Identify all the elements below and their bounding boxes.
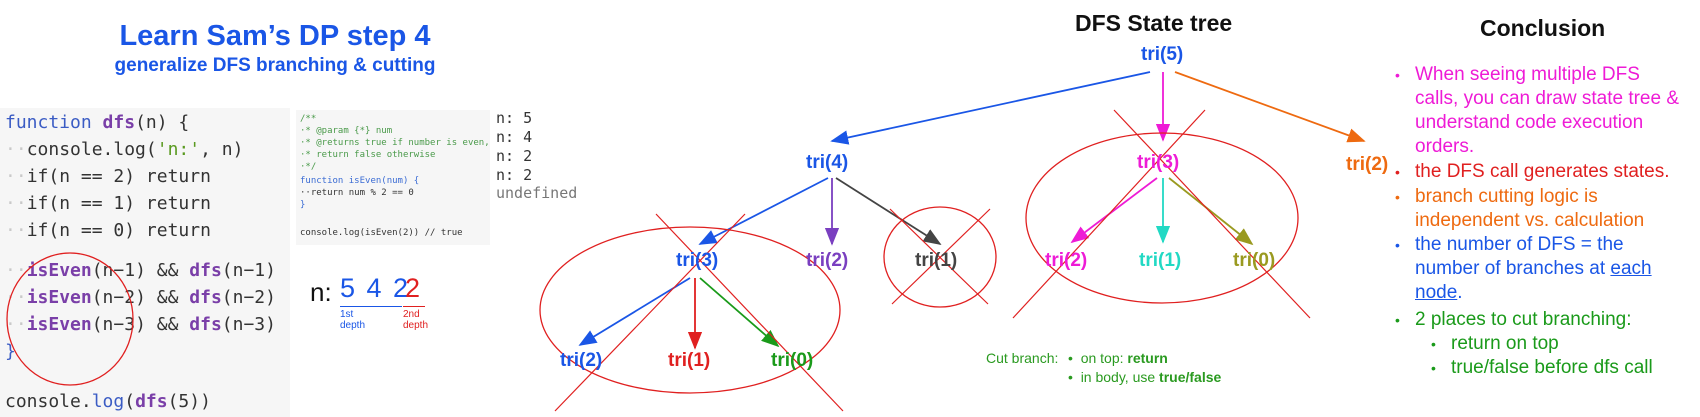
cut-branch-item: • on top: return <box>1068 350 1168 366</box>
code-line-if0: ··if(n == 0) return <box>5 220 211 241</box>
tree-title: DFS State tree <box>1075 10 1233 36</box>
cut-branch-label: Cut branch: <box>986 350 1059 366</box>
node-l2-tri1: tri(1) <box>915 250 958 271</box>
conclusion-subbullet-2: •true/false before dfs call <box>1431 357 1653 378</box>
code-line-function: function dfs(n) { <box>5 112 190 133</box>
node-l1-tri3: tri(3) <box>1137 152 1180 173</box>
node-l1-tri4: tri(4) <box>806 152 849 173</box>
code-line-console-log: console.log(dfs(5)) <box>5 391 211 412</box>
console-output-line: n: 5 <box>496 109 533 127</box>
console-output-line: n: 2 <box>496 147 533 165</box>
cut-ellipse-tri3-right <box>1025 132 1299 304</box>
conclusion-bullet-5: •2 places to cut branching: <box>1395 309 1632 330</box>
edge-tri3l-tri2 <box>578 277 691 346</box>
each-node-link: each <box>1610 258 1652 279</box>
depth-n-label: n: <box>310 277 332 307</box>
conclusion-bullet-4: • the number of DFS = the number of bran… <box>1395 234 1652 303</box>
node-l2-tri2-b: tri(2) <box>1045 250 1088 271</box>
code-line-close: } <box>5 341 16 362</box>
node-l2-tri1-b: tri(1) <box>1139 250 1182 271</box>
console-output-line: n: 2 <box>496 166 533 184</box>
code-line-log: ··console.log('n:', n) <box>5 139 244 160</box>
snippet-line: } <box>300 200 306 210</box>
edge-tri4-tri3 <box>698 177 829 245</box>
console-output-line: n: 4 <box>496 128 533 146</box>
cut-x-line <box>1113 109 1311 319</box>
iseven-highlight-circle <box>6 252 134 386</box>
snippet-line: /** <box>300 114 317 124</box>
node-l2-tri0: tri(0) <box>1233 250 1276 271</box>
snippet-line: function isEven(num) { <box>300 176 420 186</box>
node-l2-tri2: tri(2) <box>806 250 849 271</box>
conclusion-bullet-2: •the DFS call generates states. <box>1395 161 1670 182</box>
snippet-line: ··return num % 2 == 0 <box>300 188 414 198</box>
snippet-line: console.log(isEven(2)) // true <box>300 228 463 238</box>
edge-tri3l-tri0 <box>699 277 780 348</box>
cut-x-line <box>655 213 844 412</box>
code-line-if2: ··if(n == 2) return <box>5 166 211 187</box>
snippet-line: ·* @param {*} num <box>300 126 393 136</box>
edge-tri3r-tri0 <box>1168 177 1254 246</box>
edge-tri3r-tri2 <box>1070 177 1158 244</box>
cut-x-line <box>891 208 991 305</box>
depth-underline-second <box>403 306 425 307</box>
code-line-if1: ··if(n == 1) return <box>5 193 211 214</box>
console-output-line: undefined <box>496 184 578 202</box>
node-l3-tri0: tri(0) <box>771 350 814 371</box>
code-line-call1: ··isEven(n−1) && dfs(n−1) <box>5 260 276 281</box>
conclusion-bullet-1: • When seeing multiple DFS calls, you ca… <box>1395 64 1680 157</box>
node-l1-tri2: tri(2) <box>1346 154 1389 175</box>
edge-root-tri2 <box>1174 71 1366 143</box>
edge-root-tri4 <box>830 71 1151 145</box>
conclusion-bullet-3: • branch cutting logic is independent vs… <box>1395 186 1645 231</box>
node-l3-tri1: tri(1) <box>668 350 711 371</box>
cut-ellipse-tri3-left <box>539 226 841 394</box>
conclusion-title: Conclusion <box>1480 15 1606 41</box>
page-title: Learn Sam’s DP step 4 <box>119 20 431 52</box>
depth-underline-first <box>340 306 402 307</box>
code-line-call2: ··isEven(n−2) && dfs(n−2) <box>5 287 276 308</box>
node-l3-tri2: tri(2) <box>560 350 603 371</box>
node-root: tri(5) <box>1141 44 1184 65</box>
snippet-line: ·* @returns true if number is even, <box>300 138 490 148</box>
code-panel: function dfs(n) { ··console.log('n:', n)… <box>0 108 290 417</box>
cut-branch-item: • in body, use true/false <box>1068 369 1222 385</box>
edge-tri4-tri1 <box>835 177 942 245</box>
page-subtitle: generalize DFS branching & cutting <box>114 55 436 76</box>
depth-first-values: 5 4 2 <box>340 273 411 303</box>
cut-x-line <box>1012 109 1206 319</box>
cut-ellipse-tri1 <box>883 206 997 308</box>
depth-second-value: 2 <box>405 273 421 303</box>
conclusion-subbullet-1: •return on top <box>1431 333 1559 354</box>
code-line-call3: ··isEven(n−3) && dfs(n−3) <box>5 314 276 335</box>
cut-x-line <box>554 213 746 412</box>
node-l2-tri3: tri(3) <box>676 250 719 271</box>
snippet-line: ·* return false otherwise <box>300 150 436 160</box>
iseven-snippet: /** ·* @param {*} num ·* @returns true i… <box>296 110 490 245</box>
snippet-line: ·*/ <box>300 162 317 172</box>
cut-x-line <box>889 208 989 305</box>
